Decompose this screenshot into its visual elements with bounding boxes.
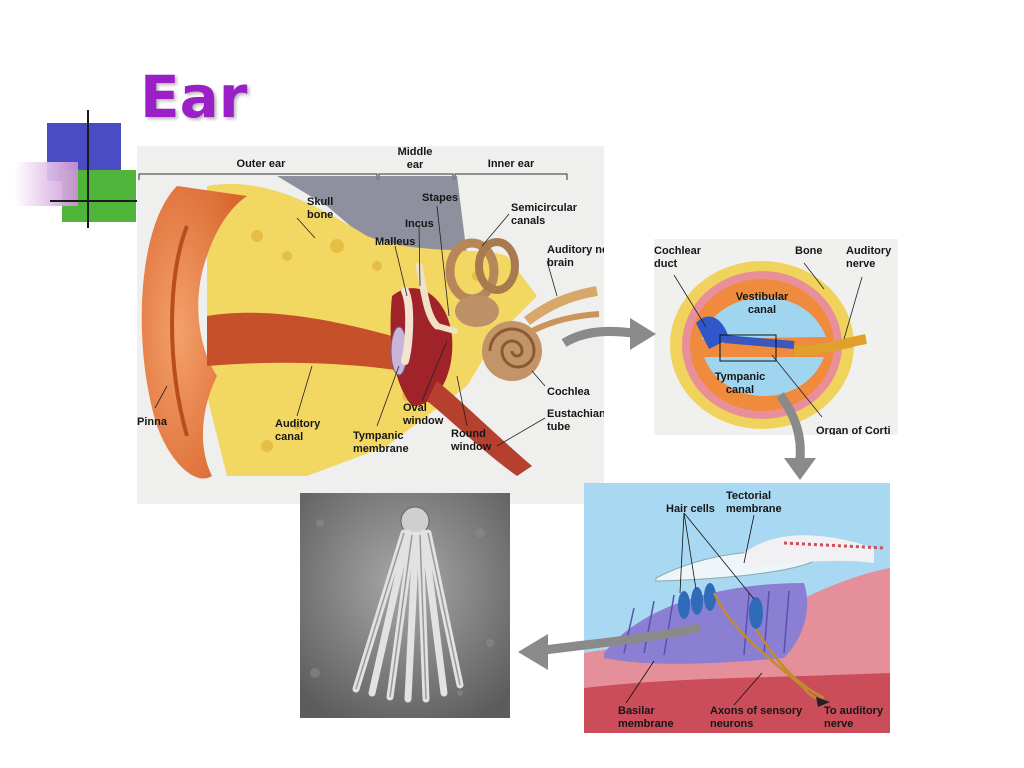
arrow-ear-to-cochlea-head bbox=[630, 318, 656, 350]
malleus-label: Malleus bbox=[375, 236, 416, 248]
tectorial-membrane-label: Tectorial membrane bbox=[726, 490, 782, 515]
cochlea-cross-section-illustration bbox=[670, 261, 867, 429]
cochlear-duct-label: Cochlear duct bbox=[654, 245, 702, 270]
organ-of-corti-illustration bbox=[584, 512, 890, 733]
stapes-label: Stapes bbox=[422, 192, 459, 204]
pinna-label: Pinna bbox=[137, 416, 167, 428]
cochlea-cross-section: Cochlear duct Bone Auditory nerve Vestib… bbox=[654, 239, 898, 435]
auditory-nerve-label: Auditory nerve bbox=[846, 245, 892, 270]
auditory-nerve-to-brain-label: Auditory nerve to brain bbox=[547, 244, 604, 269]
cochlea-label: Cochlea bbox=[547, 386, 590, 398]
arrow-corti-to-micrograph-head bbox=[518, 634, 548, 670]
organ-of-corti-label: Organ of Corti bbox=[816, 425, 891, 435]
arrow-cochlea-to-corti-head bbox=[784, 458, 816, 480]
stereocilia-bundle-illustration bbox=[300, 493, 510, 718]
tympanic-canal-label: Tympanic canal bbox=[714, 371, 766, 396]
hair-cells-label: Hair cells bbox=[666, 503, 715, 515]
round-window-label: Round window bbox=[451, 428, 492, 453]
eustachian-tube-label: Eustachian tube bbox=[547, 408, 604, 433]
hair-cell-micrograph bbox=[300, 493, 510, 718]
basilar-membrane-label: Basilar membrane bbox=[618, 705, 674, 730]
vestibular-canal-label: Vestibular canal bbox=[735, 291, 789, 316]
outer-ear-label: Outer ear bbox=[236, 158, 286, 170]
oval-window-label: Oval window bbox=[403, 402, 444, 427]
skull-bone-label: Skull bone bbox=[307, 196, 334, 221]
inner-ear-label: Inner ear bbox=[487, 158, 535, 170]
tympanic-membrane-label: Tympanic membrane bbox=[353, 430, 409, 455]
bone-label: Bone bbox=[795, 245, 823, 257]
middle-ear-label: Middle ear bbox=[397, 146, 433, 171]
ear-anatomy-diagram: Outer ear Middle ear Inner ear Skull bon… bbox=[137, 146, 604, 504]
organ-of-corti-diagram: Hair cells Tectorial membrane Basilar me… bbox=[584, 483, 890, 733]
to-auditory-nerve-label: To auditory nerve bbox=[824, 705, 884, 730]
semicircular-canals-label: Semicircular canals bbox=[511, 202, 578, 227]
ear-anatomy-illustration bbox=[138, 173, 600, 479]
incus-label: Incus bbox=[405, 218, 434, 230]
axons-of-sensory-neurons-label: Axons of sensory neurons bbox=[710, 705, 803, 730]
slide-title: Ear bbox=[140, 63, 248, 131]
auditory-canal-label: Auditory canal bbox=[275, 418, 321, 443]
slide-decoration bbox=[14, 110, 148, 228]
